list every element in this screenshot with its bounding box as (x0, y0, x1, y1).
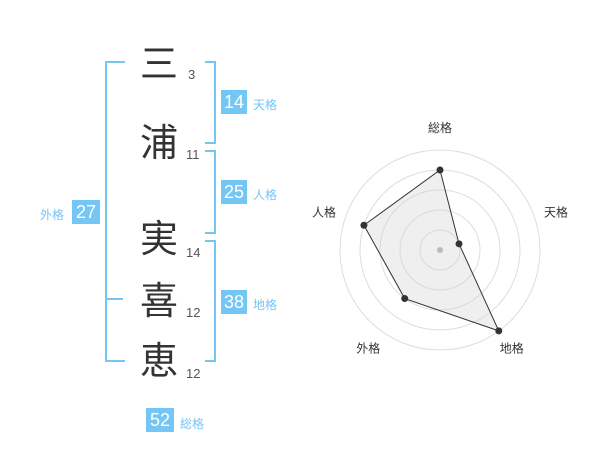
radar-axis-label-5: 人格 (312, 204, 336, 219)
jinkaku-value: 25 (221, 180, 247, 204)
stroke-count-4: 12 (186, 305, 201, 320)
radar-point-4 (401, 295, 409, 303)
radar-axis-label-4: 外格 (356, 341, 380, 356)
gaikaku-bracket-tick (105, 298, 123, 300)
chikaku-value: 38 (221, 290, 247, 314)
radar-axis-label-1: 総格 (428, 120, 452, 135)
jinkaku-bracket (205, 150, 216, 234)
radar-grid-ring (379, 189, 501, 311)
name-char-2: 浦 (140, 121, 179, 165)
jinkaku-label: 人格 (253, 188, 278, 202)
gaikaku-bracket (105, 61, 125, 362)
radar-point-2 (455, 240, 463, 248)
radar-point-1 (436, 166, 444, 174)
name-char-4: 喜 (140, 279, 179, 323)
gaikaku-value: 27 (72, 200, 100, 224)
radar-grid-ring (339, 149, 541, 351)
radar-data-area (363, 169, 500, 332)
soukaku-value: 52 (146, 408, 174, 432)
radar-axis-label-3: 地格 (500, 341, 524, 356)
radar-center-dot (437, 247, 443, 253)
stroke-count-2: 11 (186, 147, 200, 162)
chikaku-bracket (205, 240, 216, 362)
name-char-1: 三 (140, 42, 179, 86)
stroke-count-3: 14 (186, 245, 201, 260)
gaikaku-label: 外格 (40, 208, 65, 222)
name-char-5: 恵 (140, 339, 179, 383)
tenkaku-label: 天格 (253, 98, 278, 112)
stroke-count-5: 12 (186, 366, 201, 381)
radar-point-5 (360, 221, 368, 229)
radar-grid-ring (399, 209, 481, 291)
radar-point-3 (495, 327, 503, 335)
chikaku-label: 地格 (253, 298, 278, 312)
tenkaku-bracket (205, 61, 216, 144)
radar-axis-label-2: 天格 (544, 204, 568, 219)
tenkaku-value: 14 (221, 90, 247, 114)
radar-grid-ring (419, 229, 461, 271)
stroke-count-1: 3 (188, 67, 196, 82)
soukaku-label: 総格 (180, 417, 205, 431)
name-char-3: 実 (140, 217, 179, 261)
